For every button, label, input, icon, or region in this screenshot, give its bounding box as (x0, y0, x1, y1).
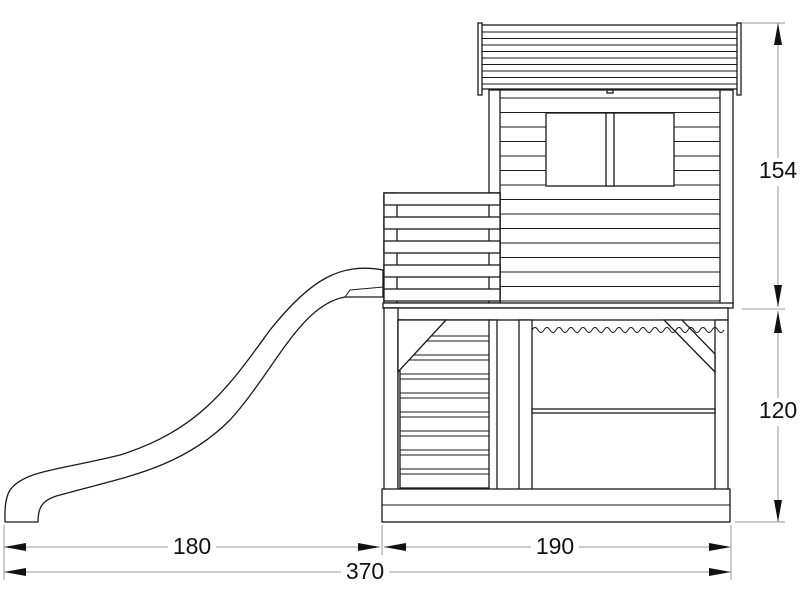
post-center (518, 319, 533, 491)
label-background (755, 398, 800, 426)
slide-chute (4, 267, 384, 523)
label-background (168, 535, 216, 561)
house-body (488, 89, 734, 307)
post-mid (488, 319, 498, 491)
brace-right (662, 319, 716, 374)
dim-label-180: 180 (173, 533, 211, 559)
slide-lip (344, 286, 384, 298)
dimensions: 154 120 180 190 370 (3, 22, 800, 586)
railing-board (383, 288, 501, 302)
lower-frame (381, 307, 731, 523)
railing-board (383, 192, 501, 206)
roof-end-left (477, 22, 483, 96)
railing-board (383, 216, 501, 230)
post-back-right (714, 319, 729, 491)
roof-slats (482, 31, 737, 85)
deck-beam (389, 307, 729, 321)
dim-label-190: 190 (536, 533, 574, 559)
railing-board (383, 240, 501, 254)
shelf (531, 408, 716, 414)
sandpit-canopy-edge (531, 327, 725, 333)
railing-board (383, 264, 501, 278)
label-background (341, 560, 389, 586)
roof (477, 22, 742, 96)
label-background (531, 535, 579, 561)
label-background (755, 158, 800, 186)
post-front-left (383, 307, 399, 491)
railing-boards (383, 192, 501, 302)
brace-left (397, 319, 448, 374)
roof-end-right (736, 22, 742, 96)
climbing-boards (400, 335, 490, 475)
dim-label-370: 370 (346, 558, 384, 584)
dim-label-120: 120 (759, 397, 797, 423)
dim-label-154: 154 (759, 157, 798, 183)
slide (4, 267, 384, 523)
deck-floor (382, 302, 734, 309)
railing-panel (383, 192, 501, 304)
roof-panel (480, 24, 739, 90)
window-mullion (605, 112, 615, 187)
roof-bracket (606, 89, 614, 94)
